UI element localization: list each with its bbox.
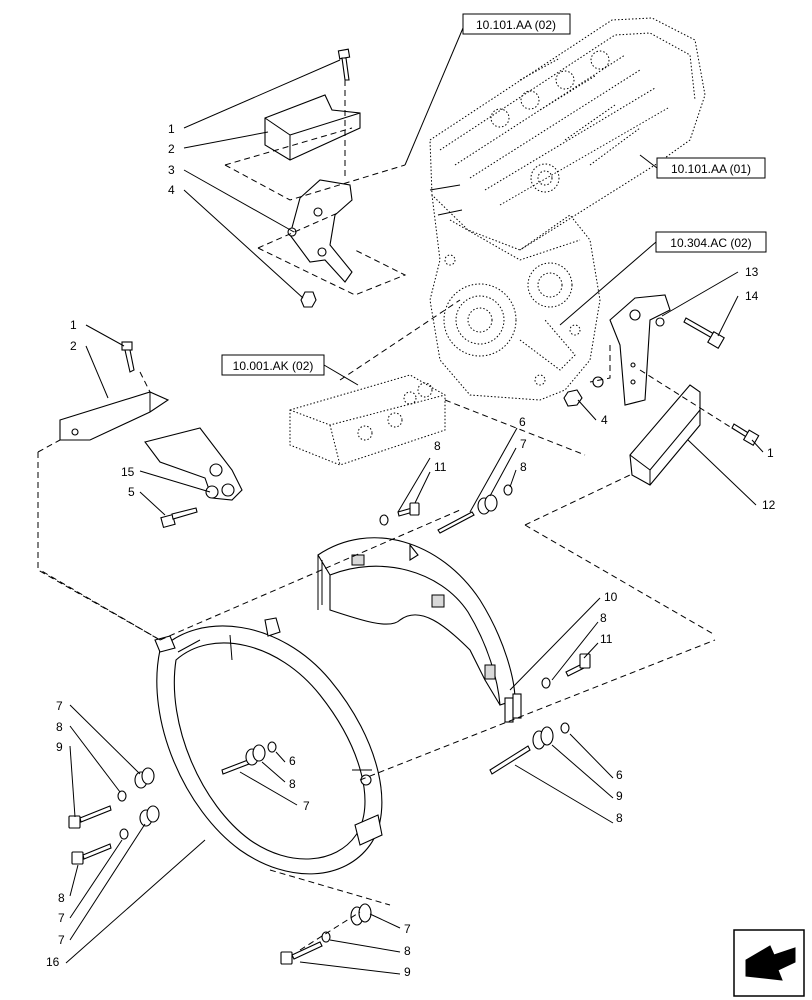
callout-number: 1 [767,446,774,460]
engine-outline [429,17,706,401]
ref-box-head-top[interactable]: 10.101.AA (02) [462,13,571,35]
reference-label[interactable]: 10.101.AA (02) [476,18,556,32]
left-upper-hardware [68,767,155,829]
bolt-icon [121,341,135,373]
right-lower-hardware [489,722,570,775]
mesh-pattern [351,554,496,680]
right-hardware [541,653,591,689]
callout-number: 6 [519,415,526,429]
ref-box-cover[interactable]: 10.304.AC (02) [655,231,767,253]
washer-icon [321,931,331,943]
callout-number: 10 [604,590,618,604]
callout-number: 7 [303,799,310,813]
callout-number: 6 [616,768,623,782]
bolt-icon [565,653,591,677]
callout-number: 8 [289,777,296,791]
callout-number: 16 [46,955,60,969]
callout-number: 14 [745,289,759,303]
fan-shroud [317,537,522,723]
washer-icon [541,677,551,689]
washer-icon [379,514,389,526]
engine-block-part [289,374,446,466]
reference-label[interactable]: 10.304.AC (02) [670,236,751,250]
bolt-icon [683,317,725,349]
ref-box-block[interactable]: 10.001.AK (02) [221,354,325,376]
bolt-icon [71,843,112,865]
callout-number: 8 [56,720,63,734]
callout-number: 8 [58,891,65,905]
reference-label[interactable]: 10.001.AK (02) [233,359,314,373]
bolt-icon [337,48,351,81]
callout-number: 4 [168,183,175,197]
reference-label[interactable]: 10.101.AA (01) [671,162,751,176]
washer-icon [267,741,277,753]
callout-number: 1 [70,318,77,332]
bolt-icon [68,805,112,829]
bottom-hardware [280,903,372,965]
nut-icon [563,389,583,407]
callout-number: 4 [601,413,608,427]
callout-number: 7 [56,699,63,713]
callout-number: 9 [616,789,623,803]
callout-number: 8 [434,439,441,453]
callout-number: 7 [520,437,527,451]
callout-number: 7 [58,911,65,925]
bolt-icon [160,507,198,529]
upper-bracket-assembly [224,48,407,308]
upper-hardware [379,484,513,534]
callout-number: 1 [168,122,175,136]
callout-number: 9 [404,965,411,979]
washer-icon [503,484,513,496]
bolt-icon [280,941,323,965]
mid-hardware [221,741,277,775]
callout-number: 15 [121,465,135,479]
callout-number: 11 [600,632,613,646]
washer-icon [560,722,570,734]
right-bracket-assembly [524,294,760,636]
bolt-icon [397,502,420,517]
nut-icon [300,291,317,308]
bolt-icon [731,423,760,446]
callout-number: 13 [745,265,759,279]
callout-number: 7 [58,933,65,947]
callout-number: 6 [289,754,296,768]
callout-number: 3 [168,163,175,177]
callout-number: 8 [600,611,607,625]
callout-number: 12 [762,498,776,512]
callout-number: 5 [128,485,135,499]
callout-number: 8 [616,811,623,825]
callout-number: 9 [56,740,63,754]
washer-icon [117,790,127,802]
callout-number: 11 [434,460,447,474]
left-bracket-assembly [37,341,243,641]
callout-number: 8 [520,460,527,474]
callout-number: 2 [70,339,77,353]
arrow-return-icon[interactable] [733,929,805,997]
ref-box-head-side[interactable]: 10.101.AA (01) [656,157,766,179]
callout-number: 2 [168,142,175,156]
callout-number: 7 [404,922,411,936]
left-lower-hardware [71,805,160,865]
callout-number: 8 [404,944,411,958]
washer-icon [119,828,129,840]
